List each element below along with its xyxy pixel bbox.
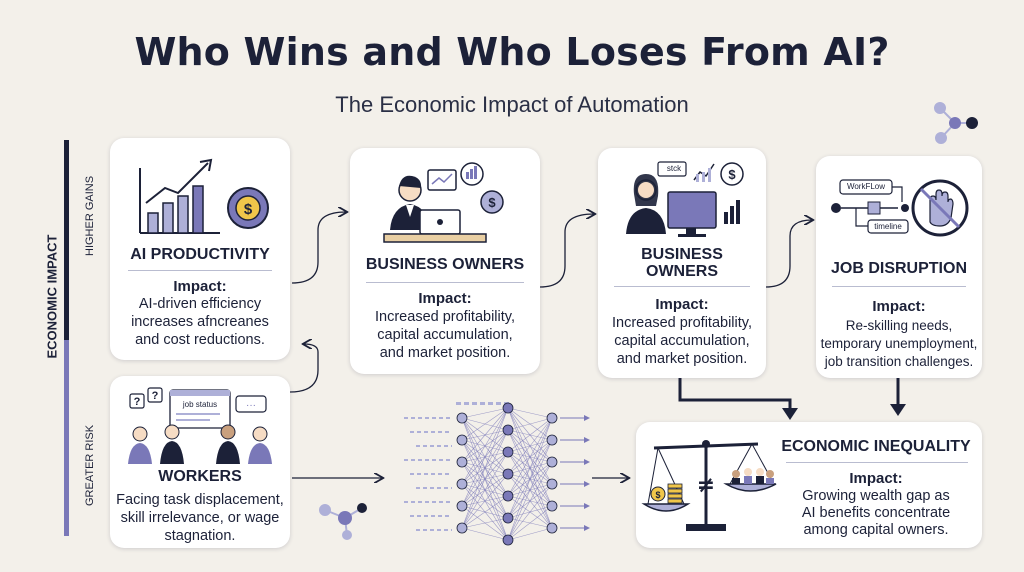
- impact-line-3: and market position.: [616, 351, 748, 367]
- card-business-owners-2: $ stck BUSINESS OWNERS Impact: Increased…: [598, 148, 766, 378]
- impact-line-1: Increased profitability,: [375, 309, 515, 325]
- page-subtitle: The Economic Impact of Automation: [335, 92, 689, 117]
- molecule-icon-top: [934, 102, 978, 144]
- impact-line-3: and market position.: [379, 345, 511, 361]
- impact-label: Impact:: [872, 298, 926, 315]
- molecule-icon-bottom: [319, 503, 367, 540]
- workflow-label: WorkFLow: [846, 182, 886, 191]
- card-title-line-1: BUSINESS: [641, 246, 723, 263]
- svg-text:$: $: [728, 167, 736, 182]
- job-status-label: job status: [182, 400, 218, 409]
- impact-label: Impact:: [849, 470, 903, 487]
- impact-label: Impact:: [655, 296, 709, 313]
- card-ai-productivity: $ AI PRODUCTIVITY Impact: AI-driven effi…: [110, 138, 290, 360]
- card-economic-inequality: $ ≠ ECONOMIC INEQUALITY Impact: Growing …: [636, 422, 982, 548]
- impact-line-2: skill irrelevance, or wage: [120, 510, 280, 526]
- workers-group-icon: ? ? ···: [128, 387, 272, 464]
- card-business-owners-1: $ BUSINESS OWNERS Impact: Increased prof…: [350, 148, 540, 374]
- stck-label: stck: [666, 164, 682, 173]
- impact-line-2: temporary unemployment,: [820, 336, 978, 351]
- impact-line-1: Increased profitability,: [612, 315, 752, 331]
- svg-text:···: ···: [246, 400, 256, 411]
- svg-text:?: ?: [152, 390, 159, 402]
- card-title: BUSINESS OWNERS: [365, 256, 525, 273]
- impact-line-2: increases afncreanes: [131, 314, 269, 330]
- impact-label: Impact:: [173, 278, 227, 295]
- growth-chart-icon: $: [139, 158, 269, 234]
- impact-line-1: AI-driven efficiency: [138, 296, 262, 312]
- card-job-disruption: WorkFLow timeline JOB DISRUPTION Impact:…: [816, 156, 982, 378]
- divider: [128, 270, 272, 271]
- gear-dollar-icon: $: [227, 187, 269, 229]
- impact-line-3: and cost reductions.: [135, 332, 265, 348]
- workflow-stop-icon: [831, 179, 969, 237]
- impact-line-3: among capital owners.: [803, 522, 949, 538]
- divider: [366, 282, 524, 283]
- businesswoman-computer-icon: $: [626, 161, 744, 237]
- card-title-line-2: OWNERS: [646, 263, 718, 280]
- impact-line-2: AI benefits concentrate: [801, 505, 951, 521]
- card-title: WORKERS: [158, 468, 242, 485]
- impact-line-3: job transition challenges.: [824, 354, 974, 369]
- impact-line-1: Growing wealth gap as: [802, 488, 950, 504]
- card-title: AI PRODUCTIVITY: [130, 246, 270, 263]
- card-title: JOB DISRUPTION: [830, 260, 967, 277]
- impact-line-2: capital accumulation,: [614, 333, 750, 349]
- svg-text:$: $: [655, 490, 660, 500]
- divider: [832, 286, 966, 287]
- svg-text:?: ?: [134, 396, 141, 408]
- card-title: ECONOMIC INEQUALITY: [781, 438, 971, 455]
- svg-text:≠: ≠: [697, 473, 715, 498]
- timeline-label: timeline: [874, 222, 902, 231]
- divider: [614, 286, 750, 287]
- divider: [786, 462, 968, 463]
- businessman-laptop-icon: $: [383, 162, 504, 243]
- impact-line-1: Re-skilling needs,: [845, 318, 953, 333]
- impact-line-2: capital accumulation,: [377, 327, 513, 343]
- page-title: Who Wins and Who Loses From AI?: [134, 30, 890, 74]
- scale-inequality-icon: $ ≠: [641, 440, 777, 531]
- impact-line-1: Facing task displacement,: [116, 492, 284, 508]
- impact-line-3: stagnation.: [164, 528, 236, 544]
- svg-text:$: $: [488, 195, 496, 210]
- impact-label: Impact:: [418, 290, 472, 307]
- svg-text:$: $: [244, 201, 253, 218]
- card-workers: ? ? ··· job status WORKERS Facing task d…: [110, 376, 290, 548]
